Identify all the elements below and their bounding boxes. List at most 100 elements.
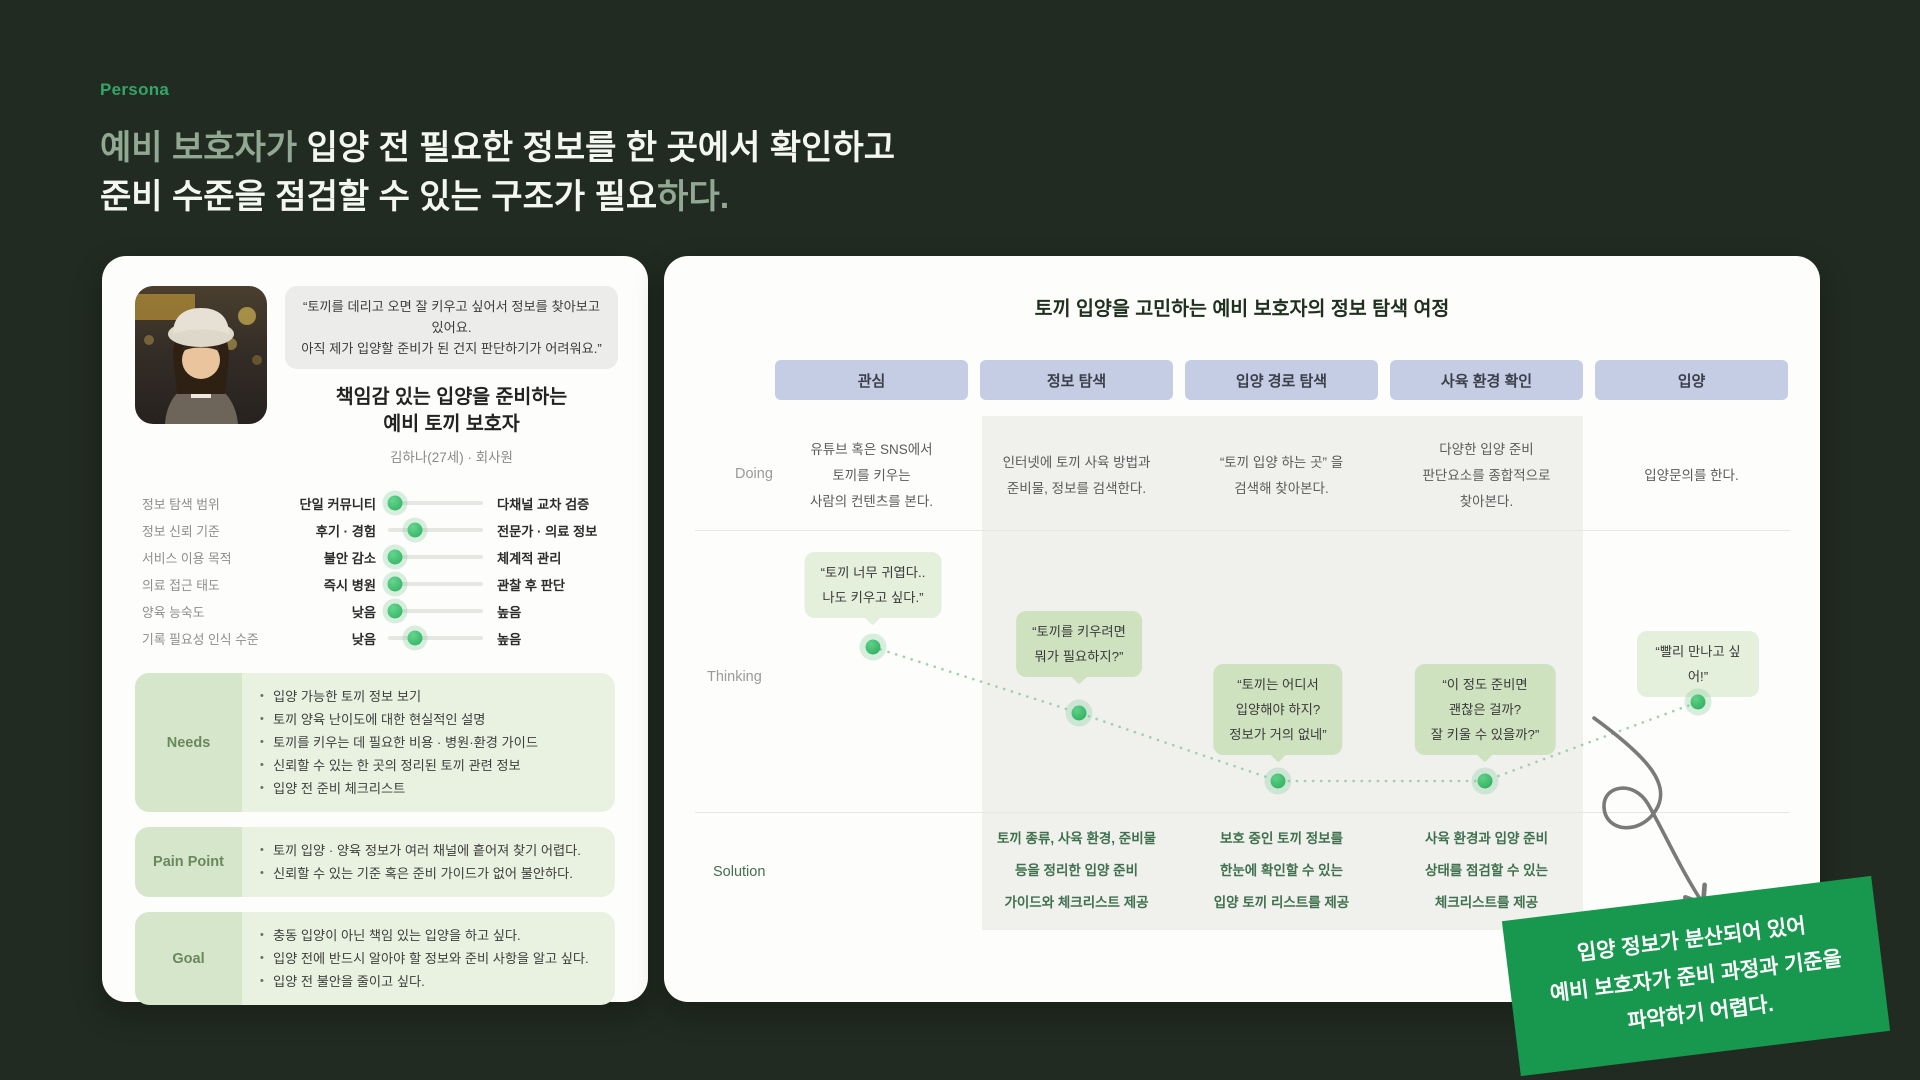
row-label-doing: Doing	[735, 466, 773, 482]
thinking-bubble: “토끼를 키우려면 뭐가 필요하지?”	[1016, 611, 1142, 677]
thinking-bubble: “빨리 만나고 싶어!”	[1637, 631, 1759, 697]
title-line-2: 준비 수준을 점검할 수 있는 구조가 필요하다.	[100, 173, 895, 222]
attribute-label: 서비스 이용 목적	[142, 550, 232, 566]
stage-pill-environment-check: 사육 환경 확인	[1390, 360, 1583, 400]
stage-pill-search: 정보 탐색	[980, 360, 1173, 400]
attribute-slider	[388, 522, 483, 538]
row-divider	[695, 812, 1790, 813]
attribute-slider	[387, 549, 483, 565]
attribute-left-value: 불안 감소	[323, 550, 376, 566]
list-item: 신뢰할 수 있는 기준 혹은 준비 가이드가 없어 불안하다.	[260, 862, 597, 885]
attribute-slider	[387, 603, 483, 619]
slider-dot	[387, 576, 403, 592]
solution-cell: 사육 환경과 입양 준비 상태를 점검할 수 있는 체크리스트를 제공	[1424, 831, 1549, 910]
row-label-solution: Solution	[713, 864, 766, 880]
persona-photo-illustration	[135, 286, 267, 424]
persona-card: “토끼를 데리고 오면 잘 키우고 싶어서 정보를 찾아보고 있어요. 아직 제…	[102, 256, 648, 1005]
eyebrow-label: Persona	[100, 80, 170, 99]
list-item: 토끼 입양 · 양육 정보가 여러 채널에 흩어져 찾기 어렵다.	[260, 839, 597, 862]
attribute-slider	[387, 576, 483, 592]
attribute-right-value: 체계적 관리	[497, 550, 562, 566]
attribute-label: 의료 접근 태도	[142, 577, 220, 593]
attribute-slider	[388, 630, 483, 646]
pain-point-label: Pain Point	[135, 827, 242, 897]
title-line-1: 예비 보호자가 입양 전 필요한 정보를 한 곳에서 확인하고	[100, 124, 895, 173]
page-title: 예비 보호자가 입양 전 필요한 정보를 한 곳에서 확인하고 준비 수준을 점…	[100, 124, 895, 222]
persona-top-section: “토끼를 데리고 오면 잘 키우고 싶어서 정보를 찾아보고 있어요. 아직 제…	[102, 256, 648, 466]
attribute-row: 서비스 이용 목적 불안 감소 체계적 관리	[142, 546, 608, 568]
pain-point-box: Pain Point 토끼 입양 · 양육 정보가 여러 채널에 흩어져 찾기 …	[135, 827, 615, 897]
title-accent-1: 예비 보호자가	[100, 129, 307, 167]
needs-label: Needs	[135, 673, 242, 812]
emotion-dot	[1071, 705, 1087, 721]
stage-pill-interest: 관심	[775, 360, 968, 400]
doing-cell: “토끼 입양 하는 곳” 을 검색해 찾아본다.	[1219, 455, 1344, 496]
list-item: 입양 전에 반드시 알아야 할 정보와 준비 사항을 알고 싶다.	[260, 947, 597, 970]
list-item: 신뢰할 수 있는 한 곳의 정리된 토끼 관련 정보	[260, 754, 597, 777]
attribute-right-value: 다채널 교차 검증	[497, 496, 590, 512]
attribute-left-value: 낮음	[351, 631, 376, 647]
list-item: 입양 가능한 토끼 정보 보기	[260, 685, 597, 708]
attribute-row: 기록 필요성 인식 수준 낮음 높음	[142, 627, 608, 649]
list-item: 토끼를 키우는 데 필요한 비용 · 병원·환경 가이드	[260, 731, 597, 754]
stage-pill-adoption-path: 입양 경로 탐색	[1185, 360, 1378, 400]
attribute-row: 의료 접근 태도 즉시 병원 관찰 후 판단	[142, 573, 608, 595]
slider-dot	[387, 549, 403, 565]
needs-list: 입양 가능한 토끼 정보 보기 토끼 양육 난이도에 대한 현실적인 설명 토끼…	[242, 673, 615, 812]
slider-dot	[387, 495, 403, 511]
solution-cell: 토끼 종류, 사육 환경, 준비물 등을 정리한 입양 준비 가이드와 체크리스…	[996, 831, 1157, 910]
journey-title: 토끼 입양을 고민하는 예비 보호자의 정보 탐색 여정	[1034, 298, 1450, 320]
attribute-row: 정보 탐색 범위 단일 커뮤니티 다채널 교차 검증	[142, 492, 608, 514]
thinking-bubble: “토끼 너무 귀엽다.. 나도 키우고 싶다.”	[804, 552, 942, 618]
title-accent-2: 하다.	[657, 178, 730, 216]
attribute-label: 정보 탐색 범위	[142, 496, 220, 512]
slider-dot	[407, 522, 423, 538]
emotion-dot	[865, 639, 881, 655]
attribute-right-value: 높음	[497, 631, 522, 647]
goal-label: Goal	[135, 912, 242, 1005]
emotion-dot	[1690, 694, 1706, 710]
persona-attributes: 정보 탐색 범위 단일 커뮤니티 다채널 교차 검증 정보 신뢰 기준 후기 ·…	[102, 492, 648, 649]
row-divider	[695, 530, 1790, 531]
attribute-label: 정보 신뢰 기준	[142, 523, 220, 539]
attribute-left-value: 즉시 병원	[323, 577, 376, 593]
persona-quote: “토끼를 데리고 오면 잘 키우고 싶어서 정보를 찾아보고 있어요. 아직 제…	[285, 286, 618, 369]
slide-header: Persona 예비 보호자가 입양 전 필요한 정보를 한 곳에서 확인하고 …	[100, 80, 895, 222]
row-label-thinking: Thinking	[707, 669, 762, 685]
thinking-bubble: “토끼는 어디서 입양해야 하지? 정보가 거의 없네”	[1213, 664, 1343, 755]
thinking-bubble: “이 정도 준비면 괜찮은 걸까? 잘 키울 수 있을까?”	[1414, 664, 1556, 755]
stage-pill-adoption: 입양	[1595, 360, 1788, 400]
attribute-row: 정보 신뢰 기준 후기 · 경험 전문가 · 의료 정보	[142, 519, 608, 541]
doing-cell: 다양한 입양 준비 판단요소를 종합적으로 찾아본다.	[1422, 442, 1551, 509]
list-item: 입양 전 불안을 줄이고 싶다.	[260, 970, 597, 993]
pain-point-list: 토끼 입양 · 양육 정보가 여러 채널에 흩어져 찾기 어렵다. 신뢰할 수 …	[242, 827, 615, 897]
doing-cell: 입양문의를 한다.	[1644, 468, 1739, 483]
doing-cell: 유튜브 혹은 SNS에서 토끼를 키우는 사람의 컨텐츠를 본다.	[809, 442, 934, 509]
solution-cell: 보호 중인 토끼 정보를 한눈에 확인할 수 있는 입양 토끼 리스트를 제공	[1213, 831, 1350, 910]
attribute-slider	[387, 495, 483, 511]
attribute-right-value: 높음	[497, 604, 522, 620]
persona-meta: 김하나(27세) · 회사원	[390, 450, 513, 465]
attribute-left-value: 단일 커뮤니티	[299, 496, 376, 512]
journey-map-card: 토끼 입양을 고민하는 예비 보호자의 정보 탐색 여정 관심 정보 탐색 입양…	[664, 256, 1820, 1002]
emotion-dot	[1270, 773, 1286, 789]
slider-dot	[407, 630, 423, 646]
persona-header: “토끼를 데리고 오면 잘 키우고 싶어서 정보를 찾아보고 있어요. 아직 제…	[285, 286, 618, 466]
goal-box: Goal 충동 입양이 아닌 책임 있는 입양을 하고 싶다. 입양 전에 반드…	[135, 912, 615, 1005]
list-item: 충동 입양이 아닌 책임 있는 입양을 하고 싶다.	[260, 924, 597, 947]
persona-photo	[135, 286, 267, 424]
persona-sections: Needs 입양 가능한 토끼 정보 보기 토끼 양육 난이도에 대한 현실적인…	[102, 673, 648, 1005]
slider-dot	[387, 603, 403, 619]
title-line2-main: 준비 수준을 점검할 수 있는 구조가 필요	[100, 178, 658, 216]
attribute-label: 양육 능숙도	[142, 604, 205, 620]
doing-cell: 인터넷에 토끼 사육 방법과 준비물, 정보를 검색한다.	[1002, 455, 1151, 496]
squiggle-arrow	[1592, 716, 1707, 907]
attribute-right-value: 관찰 후 판단	[497, 577, 565, 593]
attribute-right-value: 전문가 · 의료 정보	[497, 523, 598, 539]
needs-box: Needs 입양 가능한 토끼 정보 보기 토끼 양육 난이도에 대한 현실적인…	[135, 673, 615, 812]
emotion-dot	[1477, 773, 1493, 789]
list-item: 토끼 양육 난이도에 대한 현실적인 설명	[260, 708, 597, 731]
persona-name: 책임감 있는 입양을 준비하는 예비 토끼 보호자	[335, 386, 568, 435]
attribute-label: 기록 필요성 인식 수준	[142, 631, 259, 647]
attribute-left-value: 낮음	[351, 604, 376, 620]
